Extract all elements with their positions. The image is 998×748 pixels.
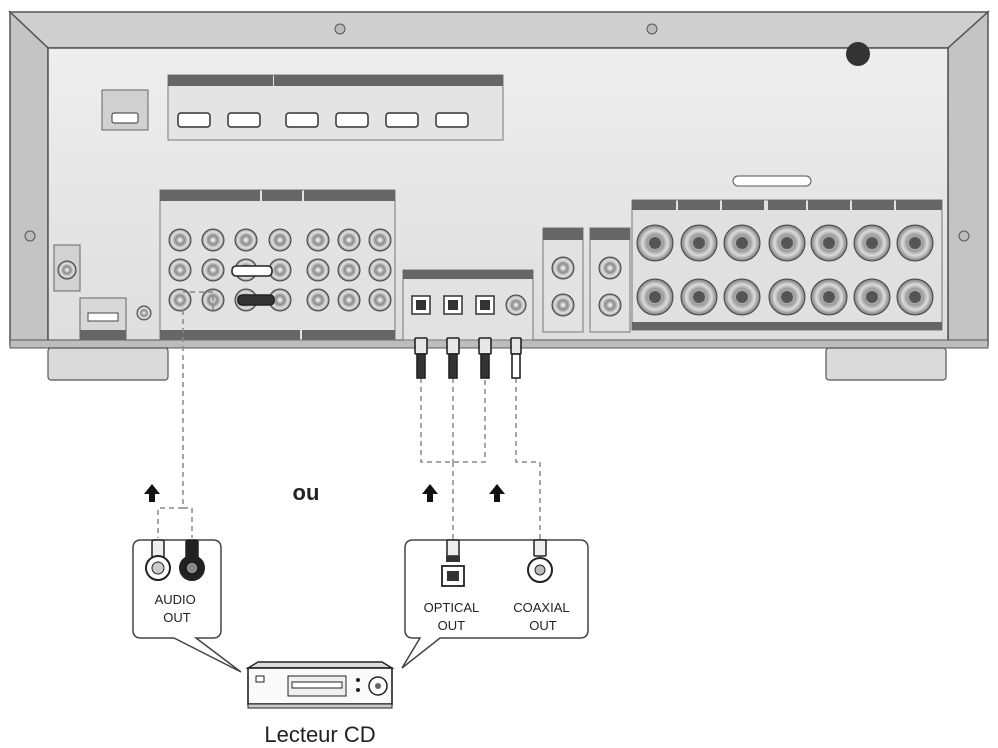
- rca-input-jack: [234, 228, 258, 252]
- optical-cable: [420, 378, 486, 540]
- rca-input-jack: [268, 228, 292, 252]
- audio-out-label-line1: AUDIO: [155, 592, 196, 607]
- coaxial-out-label-line1: COAXIAL: [513, 600, 569, 615]
- speaker-binding-post-center: [866, 291, 878, 303]
- rca-input-jack: [168, 258, 192, 282]
- speaker-binding-post-center: [736, 291, 748, 303]
- svg-text:OPTICAL OUT COAXIA: OPTICAL OUT COAXIAL OUT: [424, 600, 573, 633]
- rca-input-jack: [337, 228, 361, 252]
- rca-input-jack: [337, 288, 361, 312]
- speaker-binding-post-center: [909, 237, 921, 249]
- cd-player-label: Lecteur CD: [264, 722, 375, 747]
- speaker-binding-post-center: [693, 291, 705, 303]
- optical-out-label-line2: OUT: [438, 618, 466, 633]
- rca-input-jack: [368, 258, 392, 282]
- or-label: ou: [293, 480, 320, 505]
- rca-input-jack: [201, 258, 225, 282]
- speaker-binding-post-center: [649, 237, 661, 249]
- speaker-binding-post-center: [909, 291, 921, 303]
- digital-out-callout: OPTICAL OUT COAXIAL OUT: [401, 539, 589, 669]
- audio-out-label-line2: OUT: [163, 610, 191, 625]
- rca-input-jack: [201, 228, 225, 252]
- rca-input-jack: [368, 228, 392, 252]
- speaker-binding-post-center: [649, 291, 661, 303]
- rca-input-jack: [306, 288, 330, 312]
- plugs-into-receiver: [231, 265, 522, 379]
- speaker-binding-post-center: [736, 237, 748, 249]
- speaker-binding-post-center: [781, 237, 793, 249]
- audio-out-callout: AUDIO OUT: [132, 539, 242, 673]
- rca-input-jack: [337, 258, 361, 282]
- speaker-binding-post-center: [693, 237, 705, 249]
- signal-direction-arrows: [144, 484, 505, 502]
- rca-input-jack: [168, 288, 192, 312]
- optical-out-label-line1: OPTICAL: [424, 600, 479, 615]
- speaker-binding-post-center: [823, 237, 835, 249]
- coaxial-out-label-line2: OUT: [529, 618, 557, 633]
- coaxial-cable: [515, 378, 541, 540]
- av-receiver-rear-panel: [8, 10, 990, 381]
- rca-input-jack: [306, 258, 330, 282]
- rca-input-jack: [368, 288, 392, 312]
- rca-input-jack: [168, 228, 192, 252]
- rca-input-jack: [306, 228, 330, 252]
- speaker-binding-post-center: [866, 237, 878, 249]
- speaker-binding-post-center: [823, 291, 835, 303]
- cd-player-icon: [245, 661, 395, 709]
- svg-text:AUDIO OUT: AUDIO OUT: [155, 592, 200, 625]
- speaker-binding-post-center: [781, 291, 793, 303]
- audio-rca-cable: [157, 291, 214, 538]
